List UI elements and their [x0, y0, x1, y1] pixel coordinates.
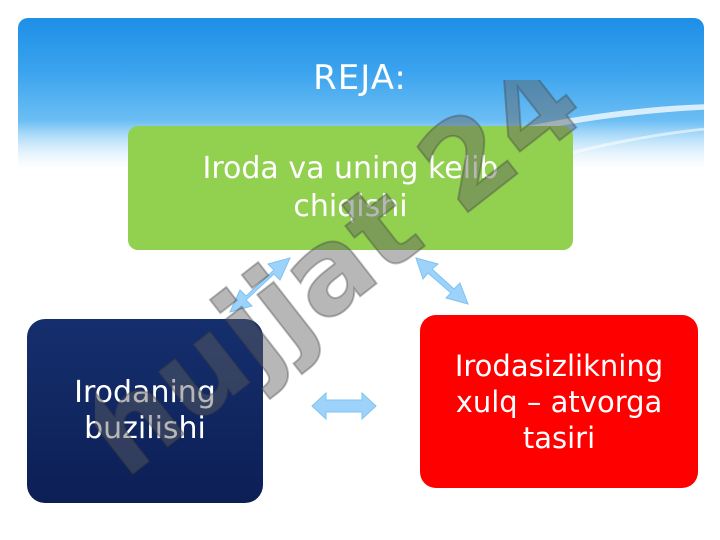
double-arrow-horizontal-icon: [311, 391, 377, 421]
topic-box-origin-label: Iroda va uning kelib chiqishi: [202, 151, 499, 224]
topic-box-origin: Iroda va uning kelib chiqishi: [128, 126, 573, 250]
slide-title: REJA:: [313, 58, 407, 98]
topic-box-disorders-label: Irodaning buzilishi: [74, 375, 216, 446]
double-arrow-left-icon: [229, 257, 291, 313]
topic-box-disorders: Irodaning buzilishi: [27, 319, 263, 503]
topic-box-influence-label: Irodasizlikning xulq – atvorga tasiri: [454, 348, 664, 455]
topic-box-influence: Irodasizlikning xulq – atvorga tasiri: [420, 315, 698, 488]
double-arrow-right-icon: [415, 257, 469, 305]
